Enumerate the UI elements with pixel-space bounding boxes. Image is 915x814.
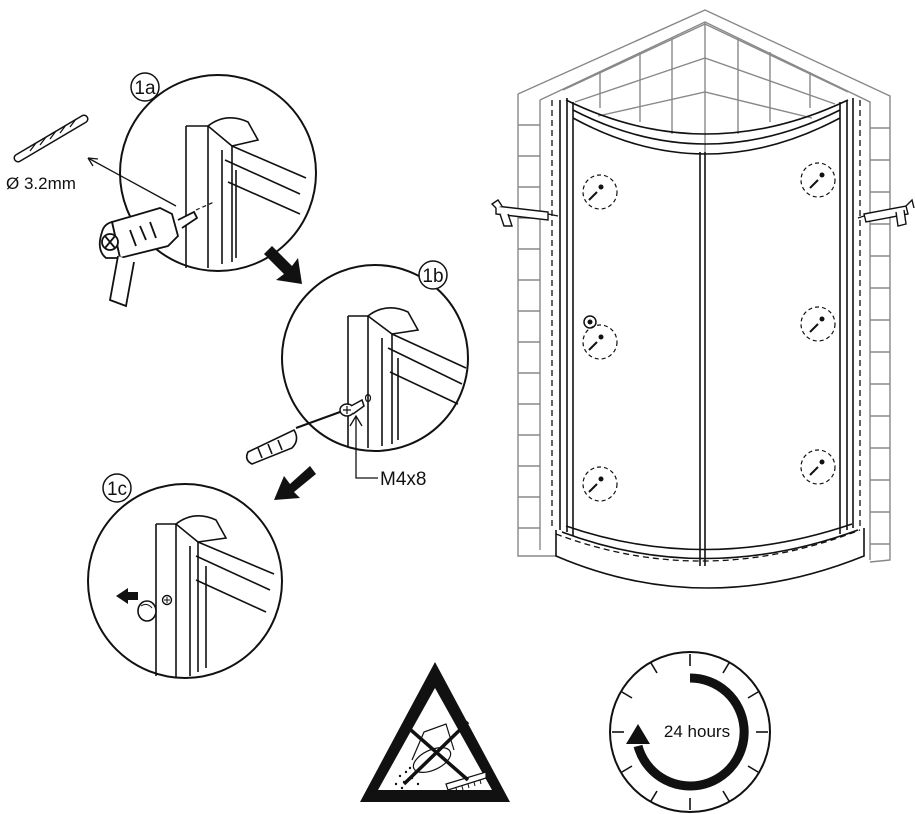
profile-1b xyxy=(347,307,467,448)
step-1c-badge: 1c xyxy=(102,473,132,503)
24-hour-clock-icon: 24 hours xyxy=(609,651,771,813)
enclosure-frame xyxy=(559,98,854,566)
step-1b-badge: 1b xyxy=(418,260,448,290)
profile-1a xyxy=(185,117,307,268)
screw-cap-icon xyxy=(137,600,157,622)
silicone-gun-icon xyxy=(857,198,915,227)
screw-marker xyxy=(800,162,836,198)
installed-screw-icon xyxy=(161,594,173,606)
step-1a-badge: 1a xyxy=(130,72,160,102)
silicone-seal-lines xyxy=(551,100,861,562)
tiled-wall xyxy=(517,9,891,563)
svg-text:1b: 1b xyxy=(422,266,443,287)
detail-1a: 1a Ø 3.2mm xyxy=(6,72,317,308)
door-handle-icon xyxy=(583,315,597,329)
screwdriver-icon xyxy=(245,411,341,465)
screw-size-label: M4x8 xyxy=(380,469,426,490)
shower-enclosure xyxy=(490,9,915,589)
timer-label: 24 hours xyxy=(664,722,730,741)
flow-arrow-1b-1c xyxy=(274,466,316,500)
screw-marker xyxy=(582,174,618,210)
screw-icon xyxy=(339,398,365,417)
drill-bit-icon xyxy=(13,114,89,163)
silicone-gun-icon xyxy=(490,199,559,227)
screw-marker xyxy=(800,306,836,342)
drill-bit-size-label: Ø 3.2mm xyxy=(6,174,76,193)
power-drill-icon xyxy=(98,207,199,308)
shower-tray xyxy=(555,523,865,589)
screw-marker xyxy=(800,449,836,485)
screw-locations xyxy=(582,162,836,502)
detail-1b: 1b M4x8 xyxy=(245,260,469,490)
detail-1c: 1c xyxy=(87,473,283,679)
pointer-arrow xyxy=(87,157,177,207)
flow-arrow-1a-1b xyxy=(264,246,302,284)
no-abrasive-cleaner-warning-icon xyxy=(360,662,510,802)
screw-marker xyxy=(582,466,618,502)
screw-marker xyxy=(582,324,618,360)
svg-text:1a: 1a xyxy=(134,78,156,99)
profile-1c xyxy=(155,515,275,678)
svg-text:1c: 1c xyxy=(107,479,127,500)
cap-arrow xyxy=(116,588,138,604)
